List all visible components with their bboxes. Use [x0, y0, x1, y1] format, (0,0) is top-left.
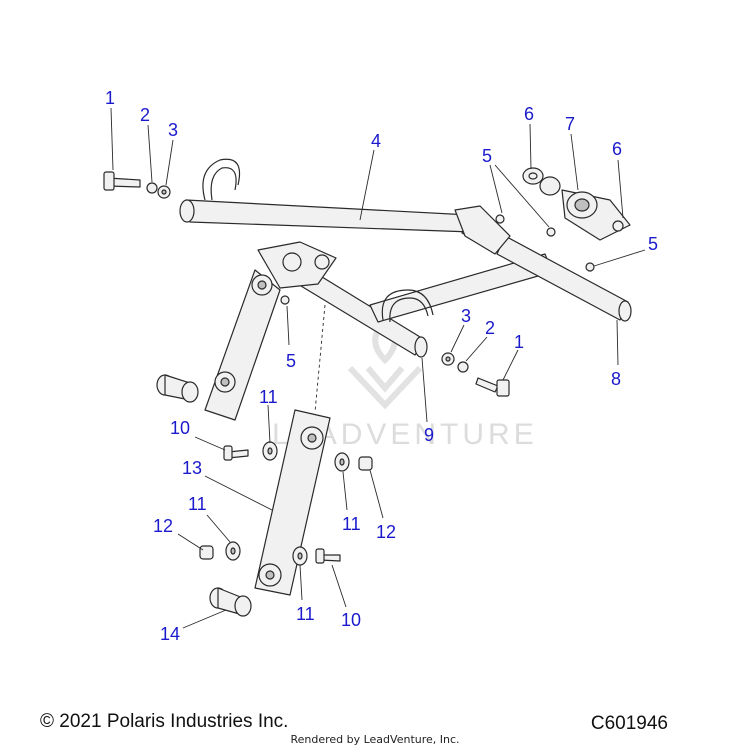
- callout-10: 10: [170, 418, 190, 438]
- rendered-by-text: Rendered by LeadVenture, Inc.: [290, 733, 460, 746]
- callout-14: 14: [160, 624, 180, 644]
- diagram-id: C601946: [590, 713, 668, 734]
- callout-11: 11: [188, 494, 207, 514]
- callout-13: 13: [182, 458, 202, 478]
- callout-8: 8: [611, 369, 621, 389]
- callout-5: 5: [286, 351, 296, 371]
- copyright-text: © 2021 Polaris Industries Inc.: [40, 711, 289, 732]
- callout-labels: 1 2 3 4 5 6 7 6 5 5 3 2 1 8 9 11 10 13 1…: [105, 88, 658, 644]
- callout-11: 11: [342, 514, 361, 534]
- callout-4: 4: [371, 131, 381, 151]
- callout-3: 3: [168, 120, 178, 140]
- callout-12: 12: [376, 522, 396, 542]
- callout-2: 2: [140, 105, 150, 125]
- lower-link: [254, 409, 331, 596]
- callout-7: 7: [565, 114, 575, 134]
- callout-5: 5: [482, 146, 492, 166]
- callout-1: 1: [105, 88, 115, 108]
- bushing: [209, 587, 252, 617]
- callout-3: 3: [461, 306, 471, 326]
- callout-10: 10: [341, 610, 361, 630]
- callout-6: 6: [524, 104, 534, 124]
- callout-12: 12: [153, 516, 173, 536]
- upper-link-arm: [204, 269, 281, 421]
- callout-6: 6: [612, 139, 622, 159]
- callout-11: 11: [296, 604, 315, 624]
- leader-lines: [110, 107, 646, 629]
- callout-9: 9: [424, 425, 434, 445]
- callout-5: 5: [648, 234, 658, 254]
- fasteners: [103, 171, 595, 617]
- pivot-bracket: [522, 167, 631, 241]
- callout-11: 11: [259, 387, 278, 407]
- callout-2: 2: [485, 318, 495, 338]
- a-arm-frame: [179, 158, 632, 358]
- bushing: [156, 374, 199, 403]
- callout-1: 1: [514, 332, 524, 352]
